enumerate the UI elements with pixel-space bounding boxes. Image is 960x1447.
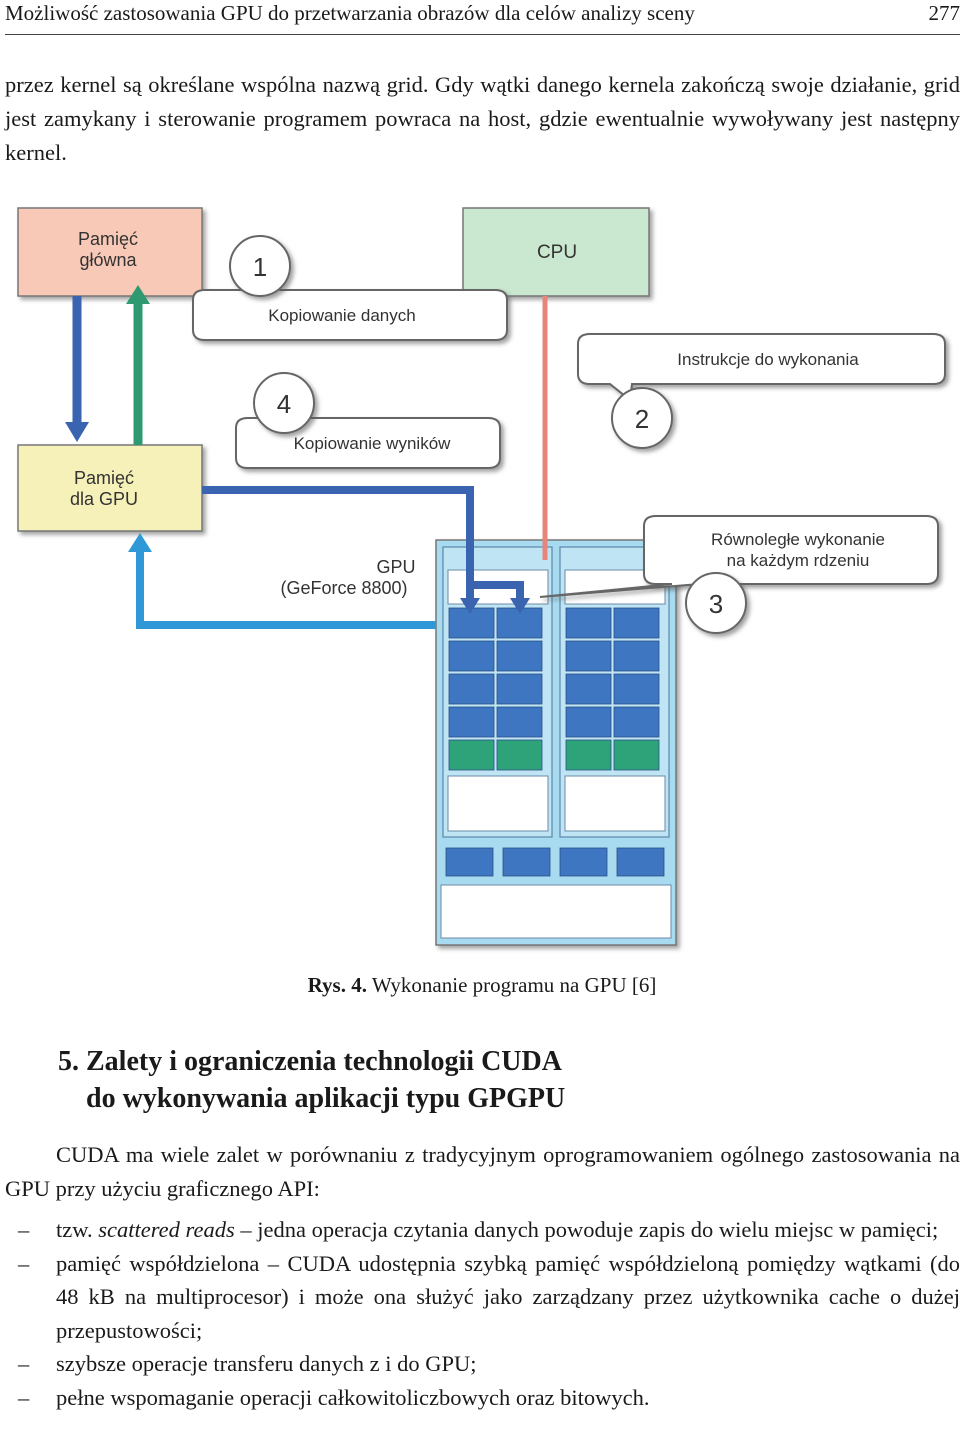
list-item: – tzw. scattered reads – jedna operacja … bbox=[5, 1213, 960, 1247]
item1-prefix: tzw. bbox=[56, 1217, 99, 1242]
item4-text: pełne wspomaganie operacji całkowitolicz… bbox=[56, 1384, 650, 1410]
step4-circle bbox=[253, 372, 315, 434]
list-dash: – bbox=[18, 1250, 30, 1276]
gpu-core bbox=[565, 607, 612, 639]
caption-label: Rys. 4. bbox=[307, 973, 367, 997]
gpu-core bbox=[565, 640, 612, 672]
step3-label: Równoległe wykonanie bbox=[711, 530, 885, 549]
gpu-core bbox=[565, 706, 612, 738]
gpu-shared-unit bbox=[616, 847, 665, 877]
arrow-gpu-to-gpu-memory bbox=[136, 548, 436, 629]
cpu-box bbox=[462, 207, 650, 297]
gpu-core bbox=[613, 607, 660, 639]
main-memory-label: Pamięć bbox=[78, 229, 138, 249]
main-memory-label-2: główna bbox=[79, 250, 137, 270]
gpu-label: GPU bbox=[376, 557, 415, 577]
list-item: – pełne wspomaganie operacji całkowitoli… bbox=[5, 1381, 960, 1415]
list-dash: – bbox=[18, 1384, 30, 1410]
section-title-line1: Zalety i ograniczenia technologii CUDA bbox=[86, 1046, 562, 1077]
gpu-memory-label: Pamięć bbox=[74, 468, 134, 488]
gpu-core bbox=[448, 673, 495, 705]
gpu-label-2: (GeForce 8800) bbox=[280, 578, 407, 598]
advantages-list: – tzw. scattered reads – jedna operacja … bbox=[5, 1213, 960, 1414]
gpu-core bbox=[448, 607, 495, 639]
gpu-core bbox=[613, 640, 660, 672]
gpu-core bbox=[496, 640, 543, 672]
intro-paragraph: przez kernel są określane wspólna nazwą … bbox=[5, 72, 960, 165]
gpu-core bbox=[565, 673, 612, 705]
step2-number: 2 bbox=[635, 404, 649, 434]
step3-label-2: na każdym rdzeniu bbox=[727, 551, 870, 570]
callout-copy-data bbox=[192, 281, 508, 341]
list-item: – pamięć współdzielona – CUDA udostępnia… bbox=[5, 1247, 960, 1348]
step4-label: Kopiowanie wyników bbox=[294, 434, 452, 453]
gpu-core bbox=[448, 706, 495, 738]
gpu-shared-unit bbox=[502, 847, 551, 877]
list-dash: – bbox=[18, 1217, 30, 1242]
gpu-core bbox=[496, 673, 543, 705]
step2-circle bbox=[611, 387, 673, 449]
gpu-core bbox=[613, 673, 660, 705]
gpu-execution-diagram: Pamięć główna CPU Pamięć dla GPU GPU (Ge… bbox=[17, 207, 946, 946]
section-heading: 5.Zalety i ograniczenia technologii CUDA… bbox=[58, 1043, 565, 1117]
step1-label: Kopiowanie danych bbox=[268, 306, 415, 325]
section-title-line2: do wykonywania aplikacji typu GPGPU bbox=[86, 1083, 566, 1114]
item1-rest: – jedna operacja czytania danych powoduj… bbox=[234, 1217, 939, 1242]
gpu-cores bbox=[445, 607, 665, 877]
gpu-memory-box bbox=[17, 444, 203, 532]
cpu-label: CPU bbox=[537, 242, 577, 263]
step1-circle bbox=[229, 235, 291, 297]
step3-circle bbox=[685, 572, 747, 634]
item3-text: szybsze operacje transferu danych z i do… bbox=[56, 1351, 477, 1376]
callout-parallel-execution bbox=[539, 515, 939, 598]
gpu-core bbox=[496, 706, 543, 738]
step1-number: 1 bbox=[253, 252, 267, 282]
step4-number: 4 bbox=[277, 389, 291, 419]
gpu-shared-unit bbox=[559, 847, 608, 877]
caption-text: Wykonanie programu na GPU [6] bbox=[371, 973, 657, 997]
item1-term: scattered reads bbox=[98, 1217, 235, 1242]
gpu-core bbox=[448, 739, 495, 771]
gpu-core bbox=[448, 640, 495, 672]
gpu-memory-label-2: dla GPU bbox=[70, 489, 138, 509]
step3-number: 3 bbox=[709, 589, 723, 619]
item2-text: pamięć współdzielona – CUDA udostępnia s… bbox=[56, 1250, 960, 1343]
step2-label: Instrukcje do wykonania bbox=[677, 350, 859, 369]
gpu-core bbox=[565, 739, 612, 771]
gpu-shared-unit bbox=[445, 847, 494, 877]
gpu-core bbox=[496, 739, 543, 771]
gpu-core bbox=[496, 607, 543, 639]
list-item: – szybsze operacje transferu danych z i … bbox=[5, 1347, 960, 1381]
gpu-core bbox=[613, 739, 660, 771]
page-number: 277 bbox=[928, 1, 960, 25]
section-number: 5. bbox=[58, 1046, 79, 1077]
list-dash: – bbox=[18, 1351, 30, 1376]
running-title: Możliwość zastosowania GPU do przetwarza… bbox=[5, 1, 695, 25]
main-memory-box bbox=[17, 207, 203, 297]
figure-caption: Rys. 4. Wykonanie programu na GPU [6] bbox=[0, 970, 960, 1000]
gpu-core bbox=[613, 706, 660, 738]
page-header: Możliwość zastosowania GPU do przetwarza… bbox=[5, 0, 960, 35]
body-paragraph: CUDA ma wiele zalet w porównaniu z trady… bbox=[5, 1142, 960, 1201]
